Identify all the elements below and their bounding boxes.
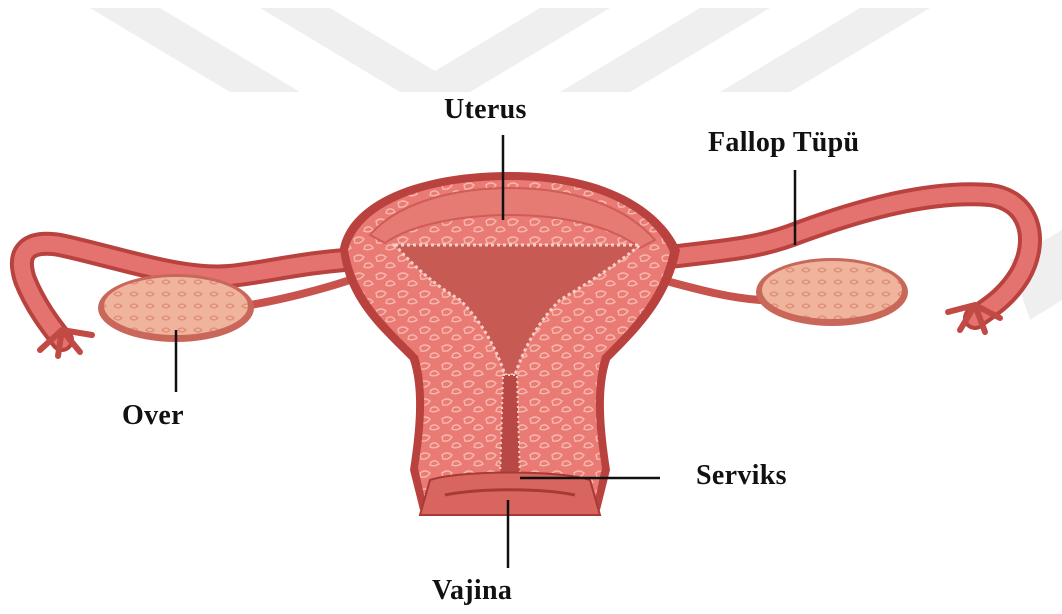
- label-fallopian-tube: Fallop Tüpü: [708, 129, 859, 157]
- uterus-body: [340, 172, 680, 515]
- label-vagina: Vajina: [432, 577, 512, 605]
- label-cervix: Serviks: [696, 462, 787, 490]
- label-uterus: Uterus: [444, 96, 527, 124]
- right-ovary: [756, 258, 908, 326]
- label-ovary: Over: [122, 402, 184, 430]
